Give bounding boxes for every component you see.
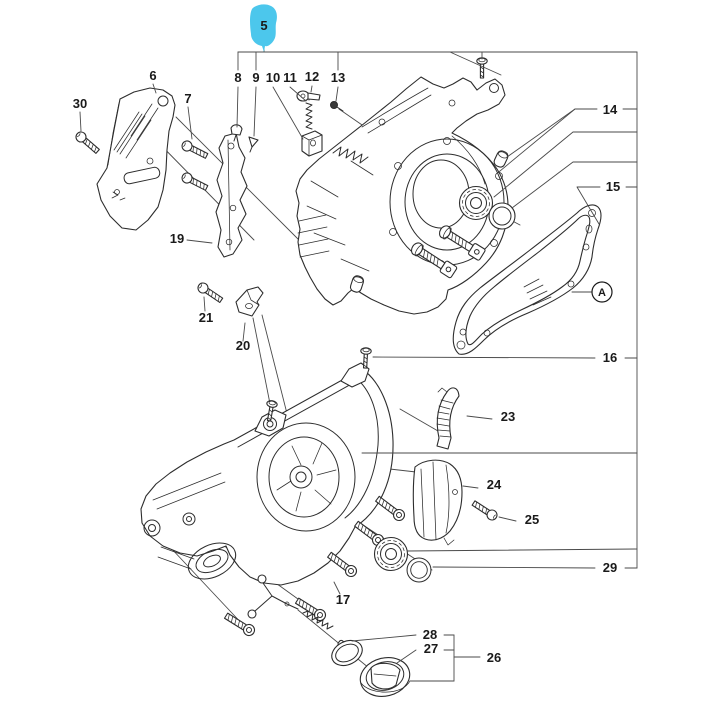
callout-29[interactable]: 29 — [603, 560, 617, 575]
callout-27[interactable]: 27 — [424, 641, 438, 656]
callout-23[interactable]: 23 — [501, 409, 515, 424]
callout-12[interactable]: 12 — [305, 69, 319, 84]
callout-labels: 5 6 7 8 9 10 11 12 13 14 15 16 17 19 20 … — [73, 18, 620, 665]
part-28-o-ring — [331, 639, 363, 667]
upper-crankcase-half — [295, 76, 509, 315]
callout-28[interactable]: 28 — [423, 627, 437, 642]
callout-15[interactable]: 15 — [606, 179, 620, 194]
callout-14[interactable]: 14 — [603, 102, 618, 117]
part-9-cone — [248, 136, 259, 153]
callout-A[interactable]: A — [598, 287, 606, 299]
callout-26[interactable]: 26 — [487, 650, 501, 665]
callout-20[interactable]: 20 — [236, 338, 250, 353]
upper-crank-bearing — [458, 185, 494, 221]
part-24-cover — [412, 459, 463, 546]
callout-10[interactable]: 10 — [266, 70, 280, 85]
part-12-elbow-fitting — [296, 90, 321, 102]
callout-8[interactable]: 8 — [234, 70, 241, 85]
part-10-tensioner-block — [301, 130, 323, 157]
callout-19[interactable]: 19 — [170, 231, 184, 246]
callout-6[interactable]: 6 — [149, 68, 156, 83]
part-15-gasket — [452, 204, 602, 355]
callout-25[interactable]: 25 — [525, 512, 539, 527]
callout-11[interactable]: 11 — [283, 70, 297, 85]
part-19-plate — [215, 132, 248, 258]
leader-lines — [79, 45, 638, 682]
callout-7[interactable]: 7 — [184, 91, 191, 106]
part-20-bracket — [235, 286, 264, 317]
part-23-ribbed-guide — [436, 387, 460, 450]
part-6-shield-plate — [96, 87, 176, 231]
callout-A-circle[interactable] — [591, 281, 613, 303]
callout-9[interactable]: 9 — [252, 70, 259, 85]
callout-5[interactable]: 5 — [260, 18, 267, 33]
callout-21[interactable]: 21 — [199, 310, 213, 325]
highlight-marker[interactable] — [250, 4, 277, 52]
part-29-seal-ring — [406, 557, 432, 583]
callout-13[interactable]: 13 — [331, 70, 345, 85]
callout-30[interactable]: 30 — [73, 96, 87, 111]
part-27-oil-cap — [359, 657, 411, 697]
callout-17[interactable]: 17 — [336, 592, 350, 607]
lower-crank-bearing — [373, 536, 409, 572]
part-13-screw — [330, 101, 344, 112]
callout-16[interactable]: 16 — [603, 350, 617, 365]
part-8-plug — [230, 124, 243, 142]
upper-seal-ring — [488, 202, 516, 230]
callout-24[interactable]: 24 — [487, 477, 502, 492]
